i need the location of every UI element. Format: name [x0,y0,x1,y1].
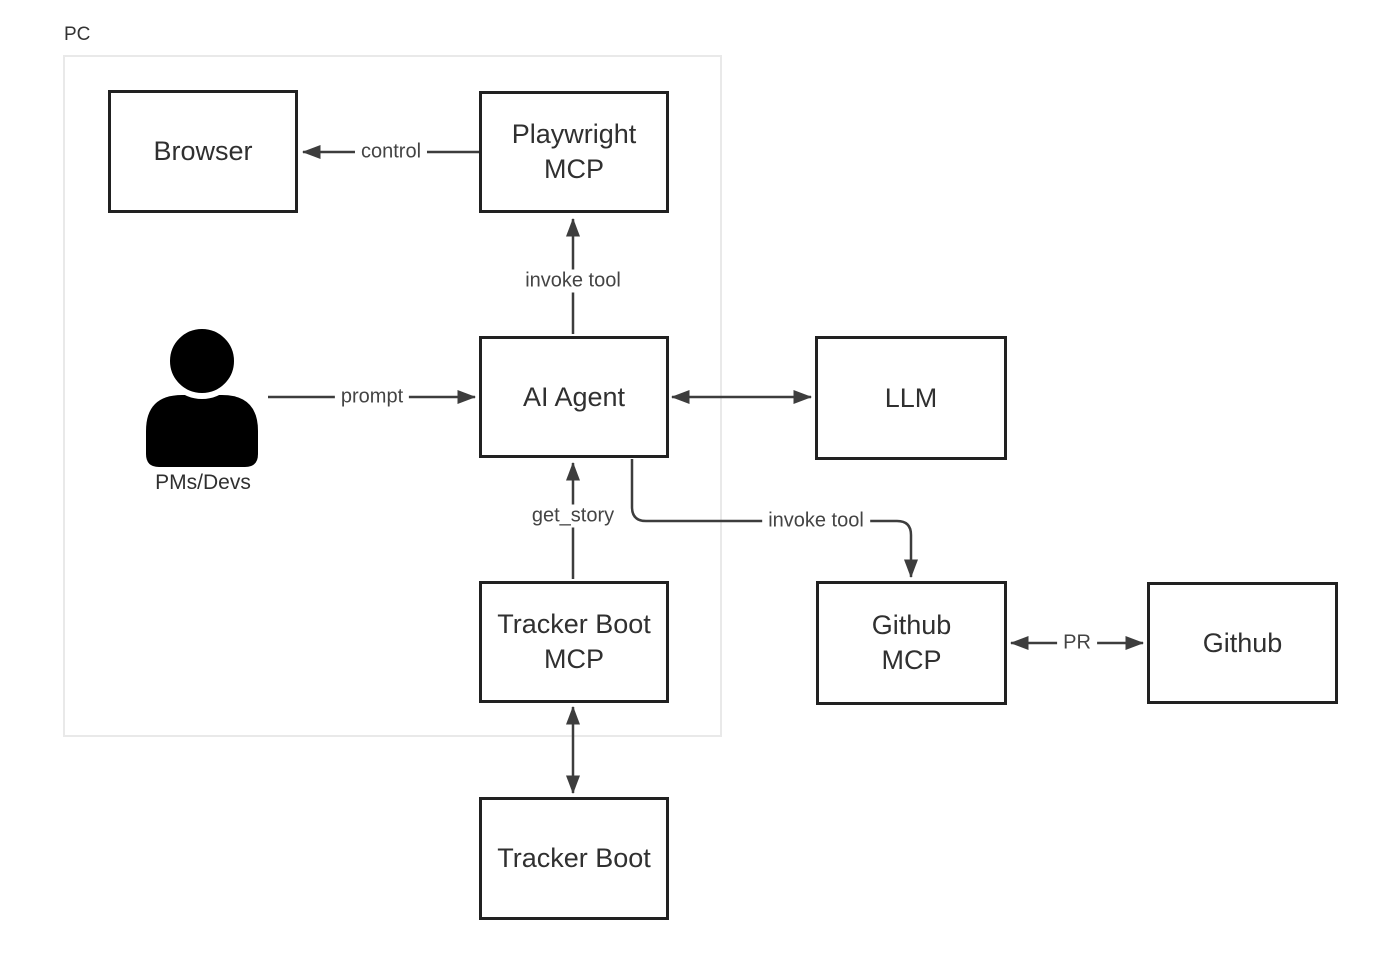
node-tracker-boot: Tracker Boot [479,797,669,920]
user-icon [146,325,258,467]
edge-label-prompt: prompt [334,385,410,409]
edge-label-invoke-tool-playwright: invoke tool [519,269,627,293]
node-browser: Browser [108,90,298,213]
pc-container-label: PC [64,24,91,45]
node-playwright-mcp: Playwright MCP [479,91,669,213]
node-ai-agent: AI Agent [479,336,669,458]
edge-label-invoke-tool-github: invoke tool [762,509,870,533]
edge-label-get-story: get_story [525,504,621,528]
edge-label-control: control [354,140,428,164]
edge-label-pr: PR [1057,631,1097,655]
node-github-mcp: Github MCP [816,581,1007,705]
node-github: Github [1147,582,1338,704]
node-llm: LLM [815,336,1007,460]
actor-label: PMs/Devs [155,471,251,494]
node-tracker-boot-mcp: Tracker Boot MCP [479,581,669,703]
